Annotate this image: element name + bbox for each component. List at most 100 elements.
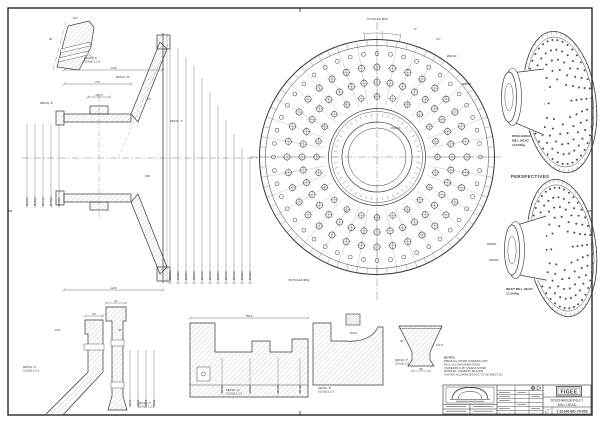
diameter-label: Ø1640: [248, 385, 252, 393]
dim-tick: [161, 68, 165, 72]
rim-tick: [486, 136, 493, 138]
spoke-line: [267, 166, 325, 177]
rim-tick: [259, 166, 266, 168]
rim-tick: [396, 41, 398, 48]
annotation-label: 30°: [400, 339, 404, 343]
perspective-bolt-dot: [570, 214, 573, 217]
perspective-bolt-dot: [561, 278, 564, 281]
detail-q-shape: [189, 322, 309, 398]
perspective-bolt-dot: [551, 69, 554, 72]
hub-bottom-edge: [510, 120, 545, 136]
annotation-label: R30: [145, 174, 151, 178]
perspective-bolt-dot: [548, 134, 551, 137]
diameter-label: Ø1600: [220, 385, 224, 393]
disc-rim-tick: [585, 62, 587, 65]
disc-rim-tick: [534, 43, 536, 46]
bolt-hole: [447, 81, 453, 87]
perspective-bolt-dot: [531, 59, 534, 62]
detail-label: SCALE 1:5: [395, 361, 409, 365]
perspective-bolt-dot: [581, 223, 584, 226]
spoke-line: [410, 71, 449, 117]
bolt-hole: [301, 227, 307, 233]
perspective-bolt-dot: [576, 258, 579, 261]
perspective-bolt-dot: [547, 199, 550, 202]
disc-rim-tick: [532, 202, 534, 205]
perspective-bolt-dot: [554, 302, 557, 305]
rim-tick: [448, 66, 453, 72]
perspective-bolt-dot: [562, 153, 565, 156]
detail-label: SCALE 1:2.5: [23, 368, 40, 372]
rim-tick: [462, 81, 468, 86]
spoke-line: [417, 190, 463, 229]
perspective-bolt-dot: [575, 113, 578, 116]
note-line: BREAK ALL SHARP CORNERS 1x45°: [444, 359, 488, 363]
bolt-hole: [279, 115, 284, 120]
rim-tick: [280, 220, 286, 225]
rim-tick: [259, 146, 266, 148]
rim-tick: [488, 146, 495, 148]
diameter-label: Ø1726: [298, 385, 302, 393]
disc-rim-tick: [533, 139, 535, 142]
rim-tick: [327, 257, 331, 264]
perspective-bolt-dot: [562, 197, 565, 200]
rim-tick: [366, 39, 368, 46]
perspective-bolt-dot: [538, 140, 541, 143]
perspective-bolt-dot: [551, 147, 554, 150]
detail-u-shape: [105, 306, 128, 411]
rim-tick: [414, 261, 418, 268]
dimension-value: 772: [95, 80, 100, 84]
diameter-label: Ø2240: [232, 271, 236, 280]
rim-tick: [318, 253, 322, 259]
perspective-bolt-dot: [580, 76, 583, 79]
rim-tick: [336, 261, 340, 268]
rim-tick: [401, 122, 404, 125]
bolt-hole: [388, 257, 393, 262]
rim-tick: [293, 73, 299, 79]
perspective-label: 12.500kg: [512, 143, 525, 147]
rim-tick: [409, 181, 412, 184]
perspective-bolt-dot: [545, 63, 548, 66]
perspective-bolt-dot: [571, 245, 574, 248]
bolt-hole: [285, 103, 290, 108]
rim-tick: [432, 55, 436, 61]
note-line: MATERIAL: GS20Mn5V EN 10293: [444, 369, 484, 373]
rim-tick: [387, 196, 389, 200]
perspective-bolt-dot: [534, 53, 537, 56]
perspective-bolt-dot: [558, 186, 561, 189]
rim-tick: [423, 50, 427, 57]
rim-tick: [346, 185, 349, 188]
perspective-bolt-dot: [572, 85, 575, 88]
spoke-line: [426, 174, 482, 196]
rim-tick: [334, 167, 338, 169]
annotation-label: 117.5: [436, 343, 443, 347]
disc-rim-tick: [540, 152, 542, 155]
dim-tick: [104, 301, 108, 305]
disc-rim-tick: [584, 302, 587, 306]
perspective-bolt-dot: [566, 43, 569, 46]
flange-circle: [331, 111, 423, 203]
perspective-bolt-dot: [561, 123, 564, 126]
detail-x-view: [52, 20, 95, 71]
diameter-callout: Ø3860: [487, 242, 497, 246]
perspective-bolt-dot: [584, 216, 587, 219]
perspective-bolt-dot: [578, 289, 581, 292]
rim-tick: [405, 43, 408, 50]
annotation-label: 15°: [147, 97, 151, 101]
perspective-bolt-dot: [577, 214, 580, 217]
perspective-bolt-dot: [576, 67, 579, 70]
rim-tick: [336, 46, 340, 53]
perspective-bolt-dot: [551, 127, 554, 130]
dim-tick: [62, 288, 66, 292]
spoke-line: [291, 190, 337, 229]
diameter-label: Ø2980: [184, 271, 188, 280]
rim-tick: [309, 248, 314, 254]
rim-tick: [484, 185, 491, 188]
diameter-callout: 5°: [414, 27, 418, 31]
section-view: [22, 33, 260, 283]
diameter-label: Ø3080: [176, 271, 180, 280]
perspective-bolt-dot: [573, 207, 576, 210]
perspective-bolt-dot: [570, 99, 573, 102]
dimension-value: 86: [419, 367, 423, 371]
bolt-hole: [401, 254, 407, 260]
